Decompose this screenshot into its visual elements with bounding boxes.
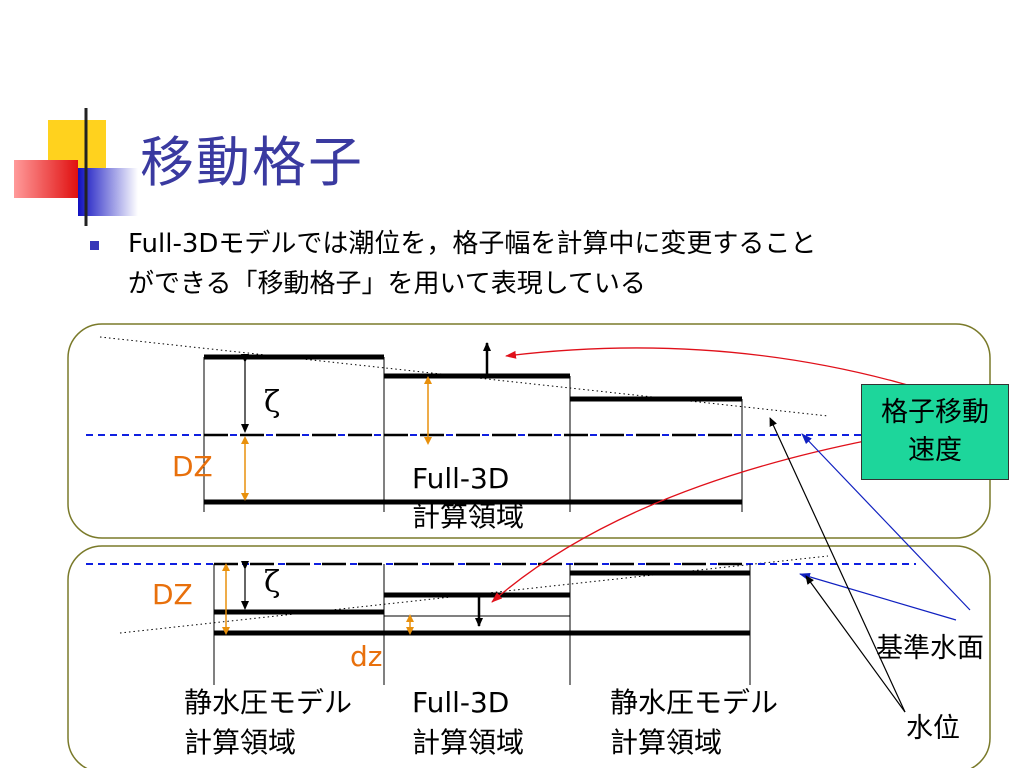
bullet-item: Full-3Dモデルでは潮位を，格子幅を計算中に変更すること ができる「移動格子…	[90, 224, 1010, 304]
bottom-mid-region-line-1: Full-3D	[412, 686, 510, 719]
black-arrow-water-level-top	[769, 417, 906, 713]
callout-line-2: 速度	[908, 435, 962, 466]
top-water-level-line	[99, 336, 829, 417]
bottom-small-dz-label: dz	[350, 640, 383, 673]
water-level-label: 水位	[906, 713, 960, 744]
bottom-zeta-label: ζ	[264, 565, 281, 600]
top-region-label-line-2: 計算領域	[412, 500, 525, 533]
slide-title: 移動格子	[140, 131, 364, 194]
top-region-label-line-1: Full-3D	[412, 462, 510, 495]
top-dz-label: DZ	[172, 450, 213, 483]
red-arrow-to-bottom-grid	[491, 439, 871, 603]
bullet-square-icon	[90, 241, 99, 250]
bottom-dz-label: DZ	[152, 578, 193, 611]
ornament-red-square	[14, 160, 78, 198]
callout-line-1: 格子移動	[881, 397, 989, 428]
blue-arrow-reference-bottom	[799, 572, 957, 621]
bottom-right-region-line-1: 静水圧モデル	[610, 686, 779, 719]
bullet-line-1: Full-3Dモデルでは潮位を，格子幅を計算中に変更すること	[128, 229, 817, 259]
blue-arrow-reference-top	[801, 433, 971, 611]
red-arrow-to-top-grid	[505, 347, 919, 389]
reference-surface-label: 基準水面	[876, 633, 984, 664]
bottom-panel-frame	[67, 545, 991, 768]
black-arrow-water-level-bottom	[805, 575, 906, 713]
bottom-panel-grid	[86, 555, 916, 685]
bullet-text: Full-3Dモデルでは潮位を，格子幅を計算中に変更すること ができる「移動格子…	[128, 224, 1010, 304]
bullet-line-2: ができる「移動格子」を用いて表現している	[128, 269, 646, 299]
top-panel-grid	[86, 336, 880, 512]
bottom-right-region-line-2: 計算領域	[610, 726, 723, 759]
grid-velocity-callout: 格子移動 速度	[861, 384, 1009, 480]
top-zeta-label: ζ	[264, 385, 281, 420]
bottom-mid-region-line-2: 計算領域	[412, 726, 525, 759]
bottom-left-region-line-1: 静水圧モデル	[184, 686, 353, 719]
bottom-left-region-line-2: 計算領域	[184, 726, 297, 759]
